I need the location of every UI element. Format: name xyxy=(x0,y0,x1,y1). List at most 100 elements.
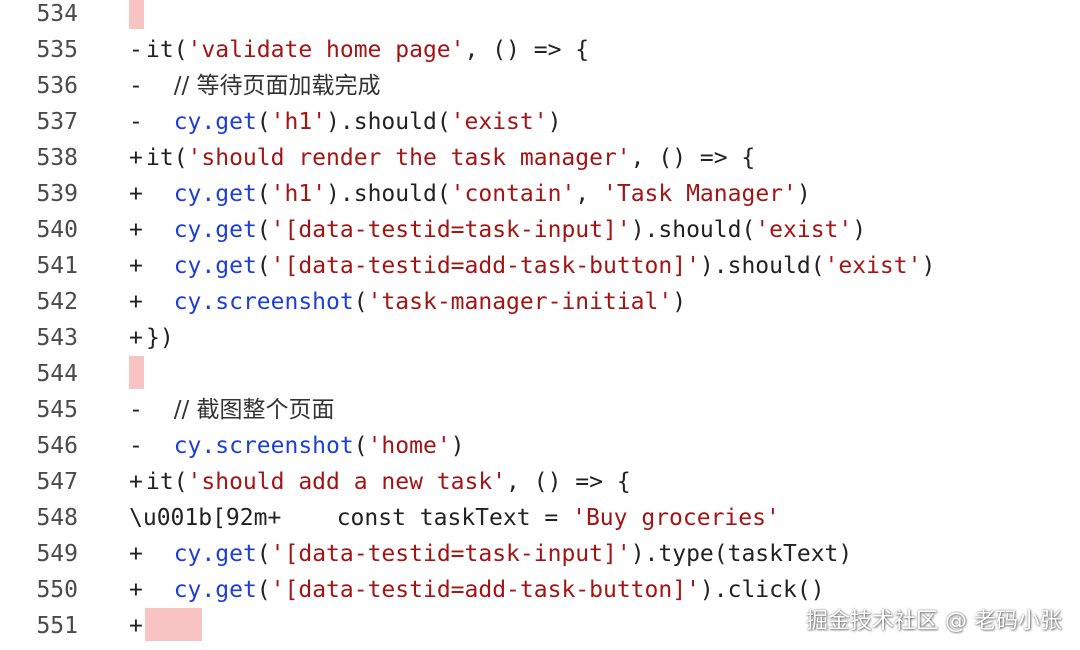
code-plain xyxy=(146,181,174,207)
line-number: 536 xyxy=(36,73,78,99)
removed-marker: - xyxy=(129,109,143,135)
diff-highlight-marker xyxy=(129,0,144,29)
line-number: 540 xyxy=(36,217,78,243)
code-text: it('should render the task manager', () … xyxy=(146,140,755,176)
diff-line: 547+it('should add a new task', () => { xyxy=(0,464,1080,500)
added-marker: + xyxy=(129,253,143,279)
code-plain: \u001b[92m+ const taskText = xyxy=(129,505,573,531)
removed-marker: - xyxy=(129,37,143,63)
diff-line: 539+ cy.get('h1').should('contain', 'Tas… xyxy=(0,176,1080,212)
code-plain: ) xyxy=(852,217,867,243)
line-number: 537 xyxy=(36,109,78,135)
diff-line: 549 + cy.get('[data-testid=task-input]').… xyxy=(0,536,1080,572)
code-plain: it( xyxy=(146,469,188,495)
code-plain xyxy=(146,577,174,603)
diff-line: 541 + cy.get('[data-testid=add-task-butto… xyxy=(0,248,1080,284)
code-plain: ).should( xyxy=(630,217,756,243)
added-marker: + xyxy=(129,145,143,171)
diff-line: 536 - // 等待页面加载完成 xyxy=(0,68,1080,104)
added-marker: + xyxy=(129,613,143,639)
code-plain xyxy=(146,289,174,315)
code-plain xyxy=(146,433,174,459)
line-number: 548 xyxy=(36,505,78,531)
line-number: 541 xyxy=(36,253,78,279)
code-plain: ).click() xyxy=(699,577,825,603)
code-string: 'task-manager-initial' xyxy=(367,289,673,315)
diff-line: 540+ cy.get('[data-testid=task-input]').… xyxy=(0,212,1080,248)
code-comment: // 等待页面加载完成 xyxy=(173,73,381,99)
added-marker: + xyxy=(129,541,143,567)
code-plain xyxy=(146,109,174,135)
code-function: cy.get xyxy=(173,577,257,603)
code-plain xyxy=(146,73,174,99)
added-marker: + xyxy=(129,469,143,495)
code-plain: ).should( xyxy=(326,109,451,135)
code-text: cy.get('h1').should('exist') xyxy=(146,104,562,140)
code-string: 'Task Manager' xyxy=(603,181,797,207)
code-text: cy.get('[data-testid=task-input]').type(… xyxy=(146,536,853,572)
code-text: cy.screenshot('home') xyxy=(146,428,465,464)
code-function: cy.get xyxy=(173,181,257,207)
code-string: '[data-testid=task-input]' xyxy=(270,541,631,567)
diff-line: 542+ cy.screenshot('task-manager-initial… xyxy=(0,284,1080,320)
code-text: // 等待页面加载完成 xyxy=(146,68,381,104)
code-plain: ).should( xyxy=(699,253,825,279)
code-plain: ( xyxy=(256,181,271,207)
code-string: 'exist' xyxy=(450,109,548,135)
code-text: // 截图整个页面 xyxy=(146,392,335,428)
diff-line: 551+ xyxy=(0,608,1080,644)
code-string: 'exist' xyxy=(755,217,853,243)
code-plain: ( xyxy=(256,541,271,567)
code-string: 'Buy groceries' xyxy=(572,505,780,531)
diff-highlight-marker xyxy=(129,356,144,389)
diff-line: 544 xyxy=(0,356,1080,392)
diff-line: 546- cy.screenshot('home') xyxy=(0,428,1080,464)
line-number: 550 xyxy=(36,577,78,603)
diff-line: 534 xyxy=(0,0,1080,32)
diff-line: 537 - cy.get('h1').should('exist') xyxy=(0,104,1080,140)
code-string: 'home' xyxy=(367,433,451,459)
code-text: cy.get('h1').should('contain', 'Task Man… xyxy=(146,176,811,212)
code-plain: ) xyxy=(450,433,465,459)
line-number: 547 xyxy=(36,469,78,495)
added-marker: + xyxy=(129,325,143,351)
code-plain xyxy=(146,217,174,243)
line-number: 549 xyxy=(36,541,78,567)
code-string: 'should add a new task' xyxy=(187,469,507,495)
code-text: }) xyxy=(146,320,174,356)
code-plain xyxy=(146,541,174,567)
line-number: 542 xyxy=(36,289,78,315)
code-string: '[data-testid=task-input]' xyxy=(270,217,631,243)
line-number: 545 xyxy=(36,397,78,423)
code-function: cy.get xyxy=(173,109,257,135)
code-text: cy.get('[data-testid=add-task-button]').… xyxy=(146,572,825,608)
code-string: '[data-testid=add-task-button]' xyxy=(270,253,700,279)
removed-marker: - xyxy=(129,73,143,99)
code-comment: // 截图整个页面 xyxy=(173,397,335,423)
removed-marker: - xyxy=(129,433,143,459)
diff-line: 538+it('should render the task manager',… xyxy=(0,140,1080,176)
code-plain: ) xyxy=(796,181,811,207)
code-plain: }) xyxy=(146,325,174,351)
code-plain: ) xyxy=(672,289,687,315)
diff-line: 543+}) xyxy=(0,320,1080,356)
diff-highlight-marker xyxy=(145,608,202,641)
code-plain: ( xyxy=(256,217,271,243)
code-function: cy.screenshot xyxy=(173,433,354,459)
added-marker: + xyxy=(129,577,143,603)
code-plain: ) xyxy=(921,253,936,279)
code-plain: , () => { xyxy=(630,145,756,171)
code-function: cy.get xyxy=(173,541,257,567)
diff-line: 545- // 截图整个页面 xyxy=(0,392,1080,428)
diff-line: 535-it('validate home page', () => { xyxy=(0,32,1080,68)
code-plain: ) xyxy=(547,109,562,135)
code-string: 'validate home page' xyxy=(187,37,465,63)
code-function: cy.get xyxy=(173,217,257,243)
code-plain: ).should( xyxy=(326,181,451,207)
code-text: cy.get('[data-testid=add-task-button]').… xyxy=(146,248,936,284)
code-string: 'should render the task manager' xyxy=(187,145,631,171)
code-plain: , () => { xyxy=(464,37,590,63)
code-string: 'exist' xyxy=(824,253,922,279)
line-number: 544 xyxy=(36,361,78,387)
line-number: 534 xyxy=(36,1,78,27)
